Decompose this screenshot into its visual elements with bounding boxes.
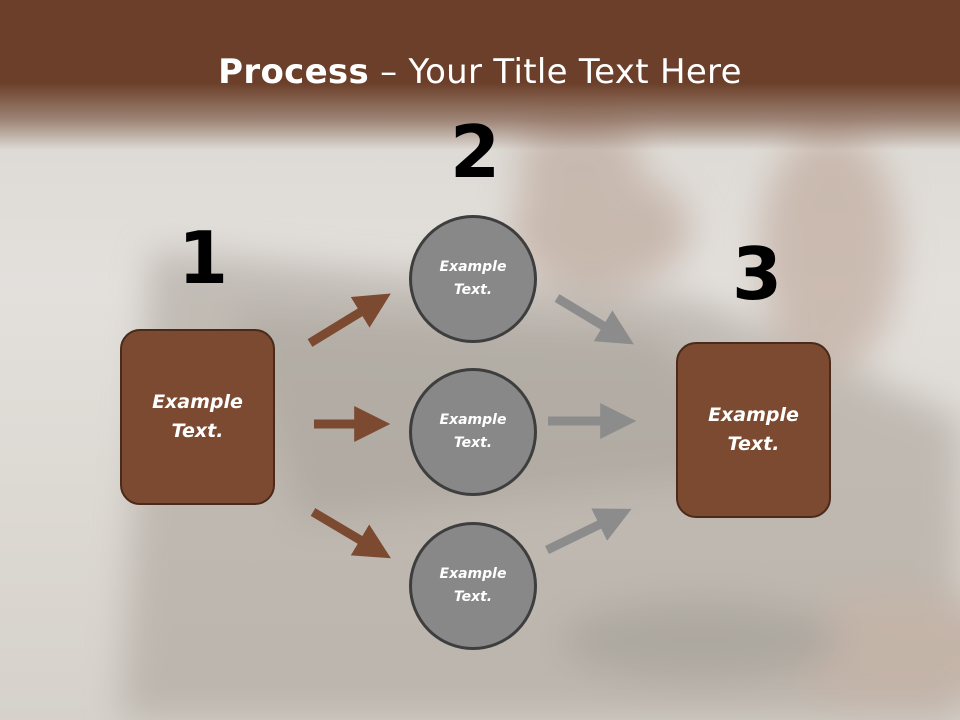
circle-bottom-label: Example Text. <box>439 566 507 605</box>
slide-title: Process – Your Title Text Here <box>0 52 960 92</box>
left-box: Example Text. <box>120 329 275 505</box>
right-box-label: Example Text. <box>708 404 799 455</box>
title-band <box>0 0 960 150</box>
left-box-label: Example Text. <box>152 391 243 442</box>
title-rest: – Your Title Text Here <box>369 52 742 92</box>
step-number-1: 1 <box>178 216 229 300</box>
step-number-3: 3 <box>732 232 783 316</box>
arrow-circle-top-to-box <box>554 294 634 345</box>
right-box: Example Text. <box>676 342 831 518</box>
circle-middle: Example Text. <box>409 368 537 496</box>
circle-bottom: Example Text. <box>409 522 537 650</box>
arrow-box-to-circle-bottom <box>310 508 391 559</box>
step-number-2: 2 <box>450 110 501 194</box>
title-bold: Process <box>218 52 370 92</box>
circle-top: Example Text. <box>409 215 537 343</box>
arrow-box-to-circle-top <box>307 293 391 347</box>
circle-middle-label: Example Text. <box>439 412 507 451</box>
circle-top-label: Example Text. <box>439 259 507 298</box>
arrow-circle-bottom-to-box <box>545 508 632 555</box>
